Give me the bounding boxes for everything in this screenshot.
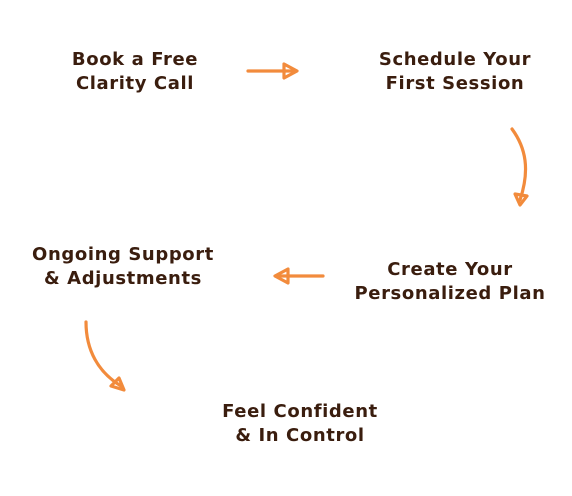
arrow-curve-down-icon bbox=[510, 127, 529, 207]
step-3-line-1: Create Your bbox=[387, 259, 513, 280]
step-create-personalized-plan: Create Your Personalized Plan bbox=[340, 258, 560, 306]
step-5-line-2: & In Control bbox=[235, 425, 365, 446]
arrow-curve-down-right-icon bbox=[84, 320, 126, 392]
step-3-line-2: Personalized Plan bbox=[354, 283, 546, 304]
step-schedule-first-session: Schedule Your First Session bbox=[360, 48, 550, 96]
step-ongoing-support-adjustments: Ongoing Support & Adjustments bbox=[18, 243, 228, 291]
step-2-line-2: First Session bbox=[385, 73, 525, 94]
step-book-free-clarity-call: Book a Free Clarity Call bbox=[50, 48, 220, 96]
step-4-line-2: & Adjustments bbox=[44, 268, 202, 289]
arrow-right-icon bbox=[246, 62, 299, 80]
arrow-left-icon bbox=[273, 267, 325, 285]
step-1-line-2: Clarity Call bbox=[75, 73, 195, 94]
step-4-line-1: Ongoing Support bbox=[32, 244, 214, 265]
step-2-line-1: Schedule Your bbox=[378, 49, 532, 70]
step-5-line-1: Feel Confident bbox=[222, 401, 378, 422]
step-feel-confident-in-control: Feel Confident & In Control bbox=[200, 400, 400, 448]
step-1-line-1: Book a Free bbox=[71, 49, 199, 70]
